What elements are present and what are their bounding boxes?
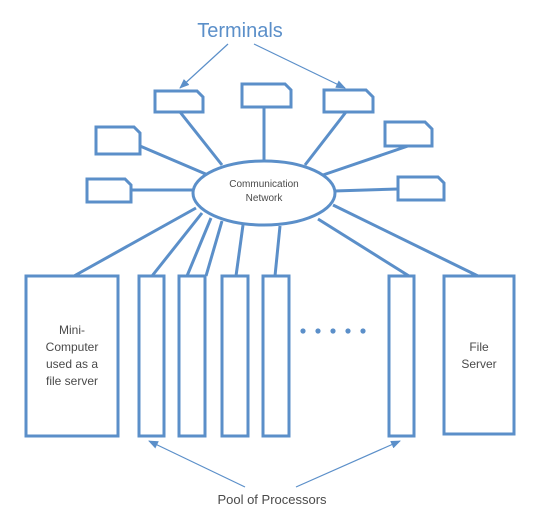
pool-of-processors-label: Pool of Processors [217,492,327,507]
terminal-1-icon [153,89,205,114]
network-label-line2: Network [246,193,284,204]
terminal-2-icon [240,82,293,109]
ellipsis-dots [300,328,366,334]
terminal-links [131,107,409,193]
terminal-7-icon [396,175,446,202]
mini-computer-box [24,274,120,438]
processors [137,274,416,438]
file-server-line1: File [469,340,489,354]
pool-arrow-left [148,440,246,488]
terminals-title: Terminals [197,20,283,42]
terminal-6-icon [85,177,133,204]
processor-n [387,274,416,438]
processor-2 [177,274,207,438]
mini-computer-line3: used as a [46,357,98,371]
terminal-5-icon [383,120,434,148]
processor-1 [137,274,166,438]
file-server-line2: Server [461,357,496,371]
title-arrow-left [179,43,229,89]
terminal-4-icon [94,125,142,156]
mini-computer-line2: Computer [46,340,99,354]
pool-arrow-right [295,440,401,488]
processor-links [73,203,479,278]
terminals [85,82,446,204]
mini-computer-line1: Mini- [59,323,85,337]
file-server-box [442,274,516,436]
processor-3 [220,274,250,438]
communication-network [191,159,337,227]
processor-4 [261,274,291,438]
title-arrow-right [253,43,346,89]
mini-computer-line4: file server [46,374,98,388]
network-label-line1: Communication [229,179,298,190]
terminal-3-icon [322,88,375,114]
